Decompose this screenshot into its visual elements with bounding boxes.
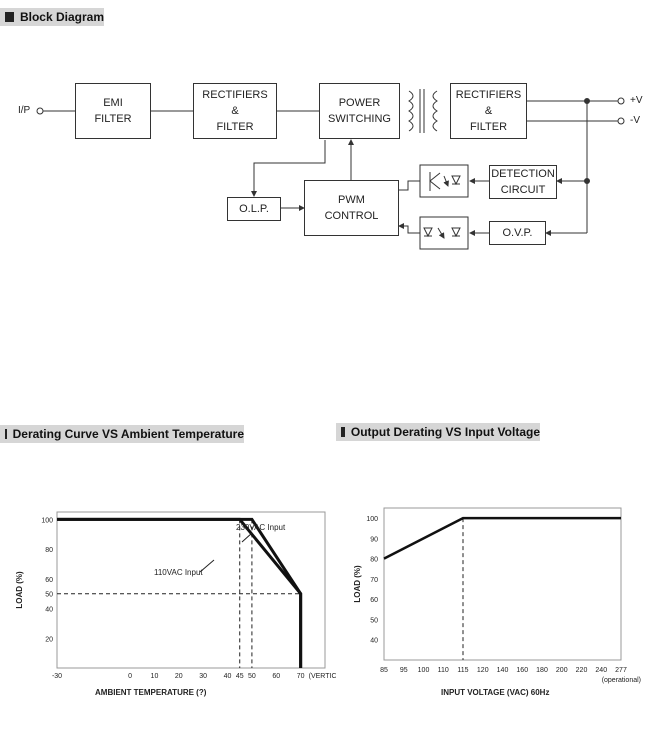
block-diagram-title: Block Diagram (19, 10, 104, 24)
header-square-icon (5, 429, 7, 439)
y-tick-label: 80 (370, 557, 378, 564)
x-axis-note: (VERTICAL) (309, 673, 336, 680)
derating-temp-header: Derating Curve VS Ambient Temperature (0, 425, 244, 443)
y-axis-title: LOAD (%) (353, 565, 362, 603)
input-terminal (36, 107, 44, 115)
x-tick-label: 220 (576, 667, 588, 674)
derating-temp-title: Derating Curve VS Ambient Temperature (12, 427, 244, 441)
x-tick-label: 277 (615, 667, 627, 674)
series-line-2 (57, 517, 303, 668)
x-tick-label: 110 (438, 667, 449, 674)
header-square-icon (341, 427, 345, 437)
output-pos-label: +V (630, 95, 643, 106)
series-label-110: 110VAC Input (154, 568, 203, 577)
x-tick-label: 200 (556, 667, 568, 674)
series-label-230: 230VAC Input (236, 523, 286, 532)
y-tick-label: 40 (370, 638, 378, 645)
optocoupler-icon (419, 164, 469, 198)
x-tick-label: 115 (457, 667, 468, 674)
output-pos-terminal (617, 97, 625, 105)
series-label-110-pointer (199, 559, 215, 573)
y-tick-label: 20 (45, 636, 53, 643)
x-tick-label: 0 (128, 673, 132, 680)
x-tick-label: 180 (536, 667, 548, 674)
x-tick-label: 50 (248, 673, 256, 680)
x-tick-label: 140 (497, 667, 509, 674)
derating-temp-chart: 100 80 60 50 40 20 -30 0 10 20 30 40 45 50 60 70 (VERTIC… (15, 511, 336, 697)
input-rectifier-block: RECTIFIERS&FILTER (193, 83, 277, 139)
y-tick-label: 100 (41, 517, 53, 524)
x-tick-label: 70 (297, 673, 305, 680)
x-tick-label: 40 (224, 673, 232, 680)
y-tick-label: 70 (370, 577, 378, 584)
x-tick-label: 45 (236, 673, 244, 680)
x-tick-label: 95 (400, 667, 408, 674)
output-rectifier-block: RECTIFIERS&FILTER (450, 83, 527, 139)
x-tick-label: 120 (477, 667, 489, 674)
derating-voltage-title: Output Derating VS Input Voltage (350, 425, 540, 439)
output-neg-terminal (617, 117, 625, 125)
x-tick-label: 60 (272, 673, 280, 680)
block-diagram-header: Block Diagram (0, 8, 104, 26)
x-tick-label: 30 (199, 673, 207, 680)
olp-block: O.L.P. (227, 197, 281, 221)
x-axis-title: INPUT VOLTAGE (VAC) 60Hz (441, 688, 549, 697)
y-tick-label: 60 (370, 597, 378, 604)
y-tick-label: 50 (45, 592, 53, 599)
y-tick-label: 90 (370, 536, 378, 543)
x-tick-label: 100 (418, 667, 430, 674)
x-tick-label: 10 (151, 673, 159, 680)
y-tick-label: 100 (366, 516, 378, 523)
plot-frame (56, 511, 326, 669)
ovp-block: O.V.P. (489, 221, 546, 245)
derating-voltage-header: Output Derating VS Input Voltage (336, 423, 540, 441)
x-tick-label: 160 (516, 667, 528, 674)
x-axis-note: (operational) (602, 677, 641, 684)
y-tick-label: 50 (370, 617, 378, 624)
y-axis-title: LOAD (%) (15, 571, 24, 609)
y-tick-label: 60 (45, 577, 53, 584)
series-line-1 (383, 516, 621, 560)
block-diagram-wires (36, 89, 625, 250)
optocoupler-icon (419, 216, 469, 250)
series-label-230-pointer (241, 532, 253, 543)
x-axis-title: AMBIENT TEMPERATURE (?) (95, 688, 207, 697)
x-tick-label: 20 (175, 673, 183, 680)
output-neg-label: -V (630, 115, 640, 126)
y-tick-label: 80 (45, 547, 53, 554)
input-label: I/P (18, 105, 31, 116)
transformer-icon (408, 89, 438, 133)
plot-frame (383, 507, 622, 661)
y-tick-label: 40 (45, 607, 53, 614)
derating-voltage-chart: 100 90 80 70 60 50 40 85 95 100 110 115 120 140 160 180… (353, 507, 641, 697)
x-tick-label: 85 (380, 667, 388, 674)
header-square-icon (5, 12, 14, 22)
x-tick-label: 240 (595, 667, 607, 674)
x-tick-label: -30 (52, 673, 62, 680)
